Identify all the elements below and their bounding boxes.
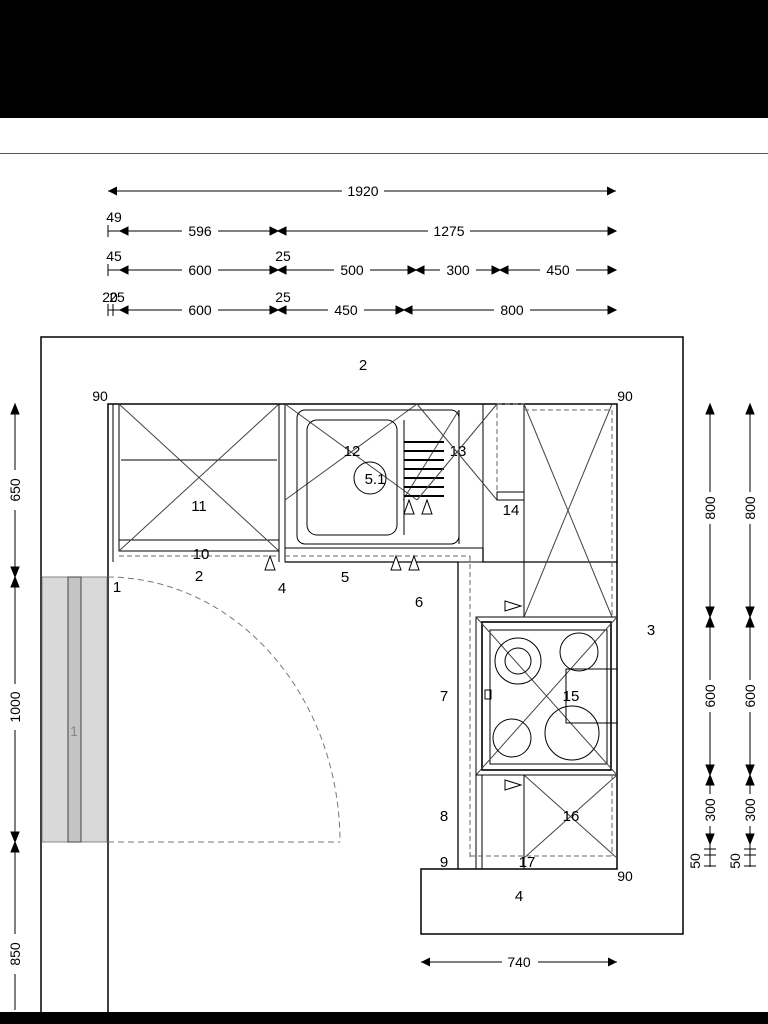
- label-17: 17: [519, 854, 536, 871]
- window-label: 1: [70, 723, 78, 739]
- label-5-1: 5.1: [365, 471, 386, 488]
- dim-25-a: 25: [275, 248, 291, 264]
- door-label: 1: [113, 579, 121, 596]
- top-black-bar: [0, 0, 768, 118]
- hob-cabinet-15: [475, 616, 618, 776]
- dim-right2-600: 600: [742, 684, 758, 708]
- dim-25-c: 25: [275, 289, 291, 305]
- dim-596: 596: [188, 223, 212, 239]
- dim-500: 500: [340, 262, 364, 278]
- dim-right2-50: 50: [727, 853, 743, 869]
- label-16: 16: [563, 808, 580, 825]
- dim-600-b: 600: [188, 302, 212, 318]
- dim-300-a: 300: [446, 262, 470, 278]
- dim-650: 650: [7, 478, 23, 502]
- dim-450-b: 450: [334, 302, 358, 318]
- worktop-outline: [285, 548, 617, 869]
- label-2: 2: [195, 568, 203, 585]
- dim-740: 740: [507, 954, 531, 970]
- dim-20: 20: [102, 289, 118, 305]
- dim-right-600: 600: [702, 684, 718, 708]
- label-8: 8: [440, 808, 448, 825]
- separator-line: [0, 153, 768, 154]
- wall-bottom-label: 4: [515, 888, 523, 905]
- corner-90-right: 90: [617, 388, 633, 404]
- corner-unit-14: [416, 403, 613, 618]
- wall-right-label: 3: [647, 622, 655, 639]
- sink-drainer-ribs: [404, 441, 444, 497]
- handle-markers: [264, 498, 523, 791]
- dim-450-a: 450: [546, 262, 570, 278]
- cabinet-16: [475, 774, 618, 870]
- wall-top-label: 2: [359, 357, 367, 374]
- label-9: 9: [440, 854, 448, 871]
- dim-45: 45: [106, 248, 122, 264]
- dim-right-300: 300: [702, 798, 718, 822]
- cabinet-11: [112, 403, 280, 562]
- dim-total-width: 1920: [347, 183, 378, 199]
- cabinet-16-dashed: [470, 775, 613, 857]
- label-11: 11: [191, 498, 207, 515]
- dim-right2-800: 800: [742, 496, 758, 520]
- dim-1000: 1000: [7, 691, 23, 722]
- dim-49: 49: [106, 209, 122, 225]
- label-5: 5: [341, 569, 349, 586]
- label-10: 10: [193, 546, 210, 563]
- label-12: 12: [344, 443, 361, 460]
- dim-1275: 1275: [433, 223, 464, 239]
- label-15: 15: [563, 688, 580, 705]
- label-14: 14: [503, 502, 520, 519]
- label-6: 6: [415, 594, 423, 611]
- corner-90-left: 90: [92, 388, 108, 404]
- room-walls: [40, 336, 684, 1012]
- dim-right2-300: 300: [742, 798, 758, 822]
- dim-850: 850: [7, 942, 23, 966]
- sink-dashed-outline: [285, 555, 471, 860]
- bottom-black-bar: [0, 1012, 768, 1024]
- dim-right-800: 800: [702, 496, 718, 520]
- window: [41, 576, 108, 843]
- dim-800: 800: [500, 302, 524, 318]
- corner-90-bottom: 90: [617, 868, 633, 884]
- dimension-right-2: [744, 402, 756, 867]
- label-4: 4: [278, 580, 286, 597]
- dim-25-b: 25: [109, 289, 125, 305]
- dimension-right-1: [704, 402, 716, 867]
- dim-600-a: 600: [188, 262, 212, 278]
- label-7: 7: [440, 688, 448, 705]
- door-swing: [107, 576, 341, 843]
- dim-right-50: 50: [687, 853, 703, 869]
